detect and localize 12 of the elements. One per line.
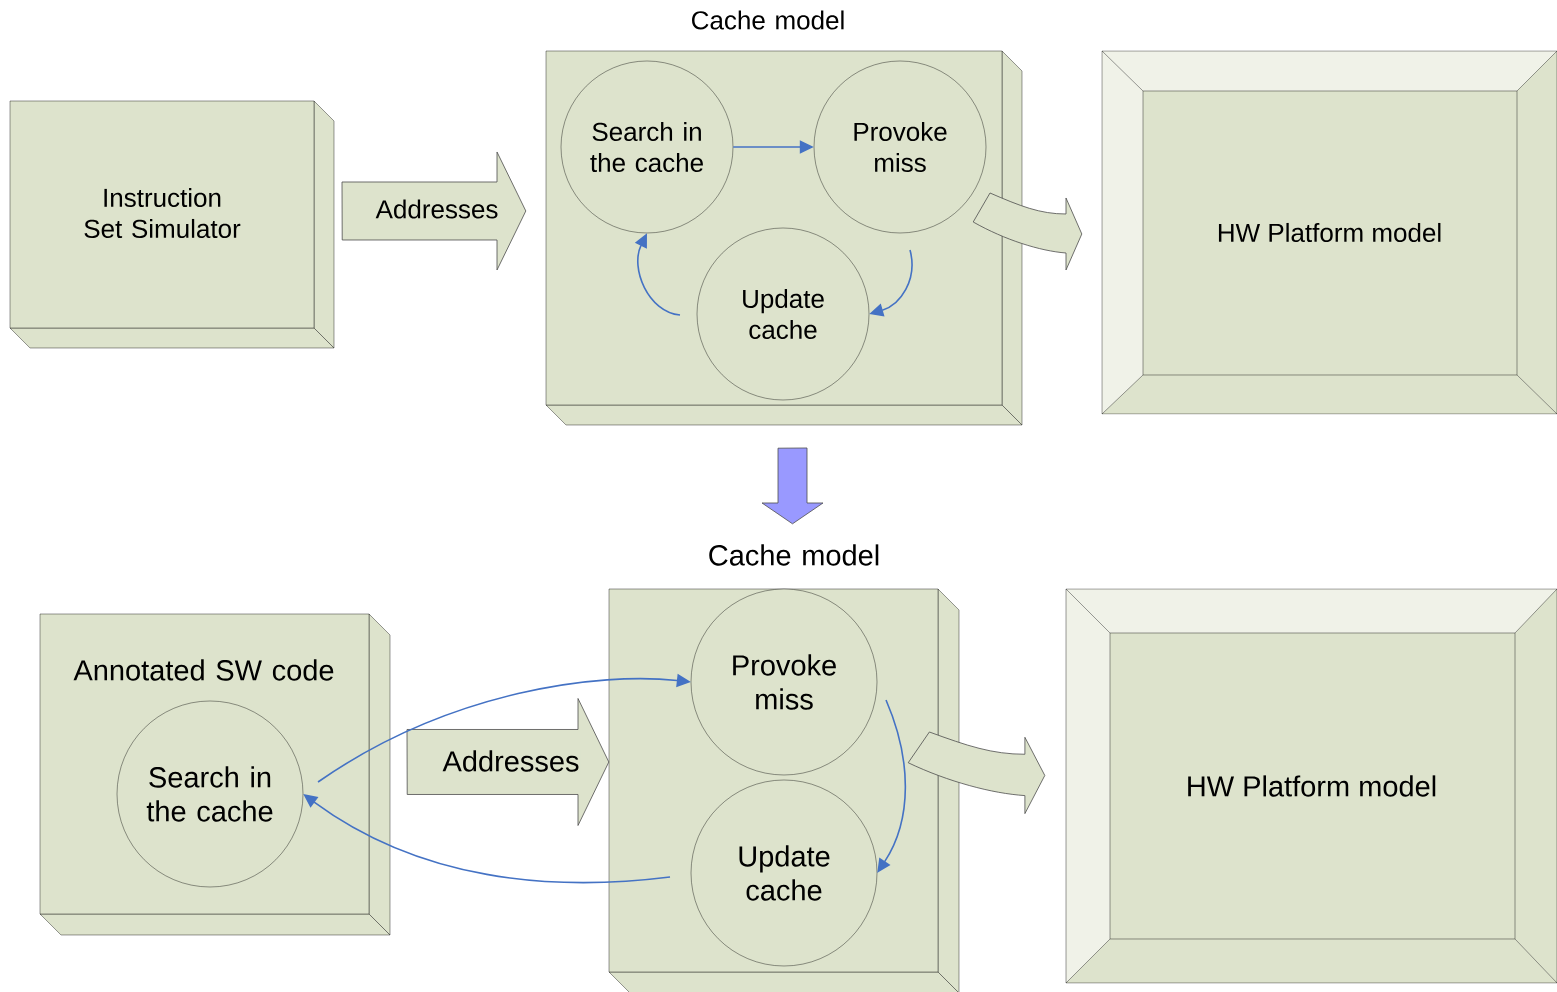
bevel-box: HW Platform model [1065, 588, 1557, 984]
arrow [303, 794, 671, 884]
node-label: Cache model [692, 10, 844, 30]
3d-box: Instruction Set Simulator [9, 100, 335, 349]
bevel-box: HW Platform model [1101, 50, 1557, 415]
block-arrow [972, 192, 1083, 271]
edge-label: Addresses [441, 749, 581, 773]
block-arrow [907, 731, 1046, 814]
arrow [877, 699, 907, 873]
block-arrow [761, 447, 824, 525]
node-label: Cache model [709, 544, 879, 566]
edge-label: Addresses [374, 198, 500, 220]
